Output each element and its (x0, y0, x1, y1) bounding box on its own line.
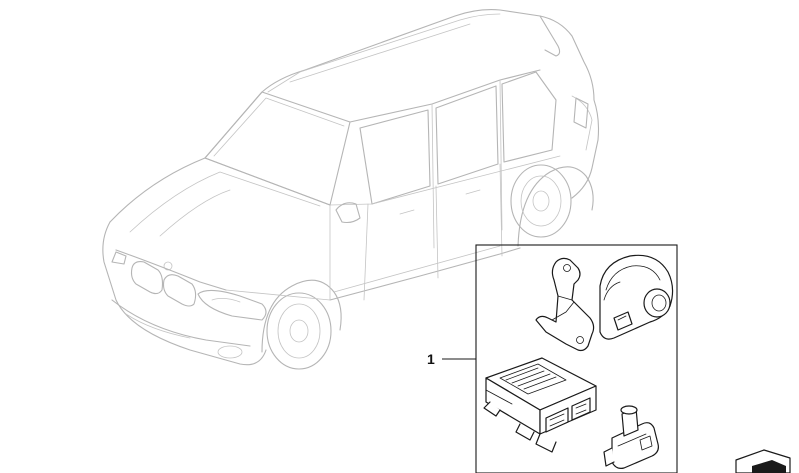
parts-kit-frame (475, 244, 678, 473)
alarm-siren (599, 254, 674, 340)
callout-1: 1 (427, 351, 476, 367)
callout-label: 1 (427, 351, 435, 367)
control-unit-module (483, 357, 597, 453)
push-button-switch (603, 405, 659, 469)
suv-vehicle-outline (102, 9, 600, 370)
mounting-bracket (535, 257, 595, 352)
arrow-tag-icon (735, 449, 791, 473)
